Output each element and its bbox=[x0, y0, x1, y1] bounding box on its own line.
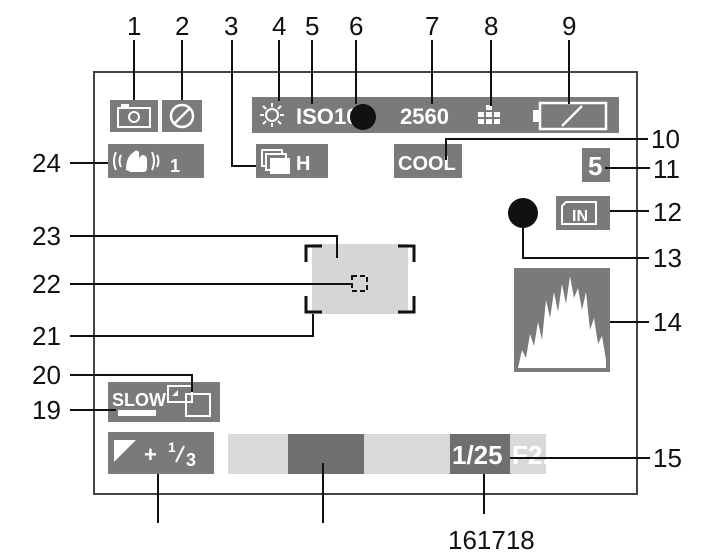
callout-5: 5 bbox=[305, 11, 319, 41]
callout-20: 20 bbox=[32, 360, 61, 390]
histogram-icon bbox=[514, 268, 610, 372]
aperture: F2.8 bbox=[512, 440, 564, 470]
callout-16-17-18: 161718 bbox=[448, 525, 535, 555]
leader-lines bbox=[70, 40, 650, 523]
callout-10: 10 bbox=[651, 124, 680, 154]
callout-6: 6 bbox=[349, 11, 363, 41]
stabilizer-mode: 1 bbox=[170, 156, 180, 176]
battery-icon bbox=[533, 101, 608, 131]
shots-remaining-badge: 5 bbox=[582, 148, 610, 182]
exposure-den: 3 bbox=[186, 450, 196, 470]
callout-8: 8 bbox=[484, 11, 498, 41]
callout-13: 13 bbox=[653, 243, 682, 273]
shutter-speed: 1/25 bbox=[452, 440, 503, 470]
callout-22: 22 bbox=[32, 269, 61, 299]
shutter-badge bbox=[450, 434, 510, 474]
exposure-icon: + + 1 3 bbox=[108, 432, 214, 474]
picture-size: 2560 bbox=[400, 104, 449, 129]
bar-segment-light-1 bbox=[228, 434, 288, 474]
burst-mode: H bbox=[296, 153, 310, 175]
callout-21: 21 bbox=[32, 321, 61, 351]
iso-label: ISO bbox=[296, 104, 334, 129]
burst-icon: H bbox=[256, 144, 328, 178]
camera-mode-icon bbox=[110, 100, 158, 132]
flash-off-icon bbox=[162, 100, 202, 132]
bar-segment-light-2 bbox=[364, 434, 450, 474]
aperture-badge bbox=[510, 434, 546, 474]
callout-19: 19 bbox=[32, 395, 61, 425]
bar-segment-dark bbox=[288, 434, 364, 474]
callout-23: 23 bbox=[32, 221, 61, 251]
callout-11: 11 bbox=[653, 154, 680, 184]
slow-sync-icon: SLOW bbox=[108, 382, 220, 422]
shots-remaining: 5 bbox=[588, 151, 602, 181]
callout-2: 2 bbox=[175, 11, 189, 41]
stabilizer-icon: 1 bbox=[108, 144, 204, 178]
callout-9: 9 bbox=[562, 11, 576, 41]
sun-icon bbox=[260, 103, 284, 127]
focus-area bbox=[312, 244, 408, 314]
callout-15: 15 bbox=[653, 443, 682, 473]
svg-text:+: + bbox=[116, 443, 123, 457]
callout-3: 3 bbox=[224, 11, 238, 41]
callout-1: 1 bbox=[127, 11, 141, 41]
callout-24: 24 bbox=[32, 148, 61, 178]
callout-7: 7 bbox=[425, 11, 439, 41]
callout-14: 14 bbox=[653, 307, 682, 337]
white-balance: COOL bbox=[398, 153, 456, 175]
svg-text:IN: IN bbox=[572, 208, 588, 225]
slow-sync-label: SLOW bbox=[112, 390, 166, 410]
white-balance-badge: COOL bbox=[394, 144, 462, 178]
callout-6-marker bbox=[350, 104, 376, 130]
callout-12: 12 bbox=[653, 197, 682, 227]
quality-icon bbox=[478, 105, 500, 124]
exposure-num: 1 bbox=[168, 439, 176, 455]
af-frame bbox=[304, 244, 416, 314]
internal-memory-icon: IN bbox=[556, 196, 610, 230]
callout-4: 4 bbox=[272, 11, 286, 41]
exposure-sign: + bbox=[144, 442, 157, 467]
